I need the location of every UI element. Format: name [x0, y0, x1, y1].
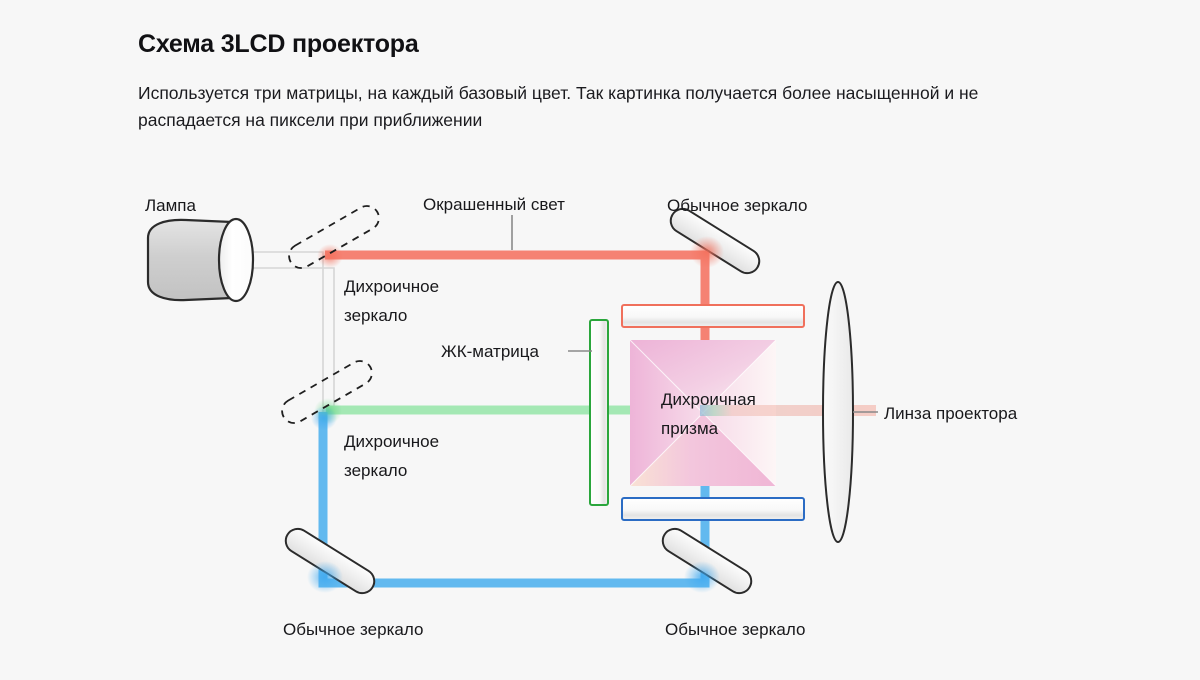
- lamp: [146, 217, 255, 303]
- dichroic-mirror-1: [288, 205, 380, 269]
- projector-lens: [822, 281, 854, 543]
- label-lcd-panel: ЖК-матрица: [441, 342, 540, 361]
- blue-beam: [318, 412, 710, 588]
- page-subtitle: Используется три матрицы, на каждый базо…: [138, 83, 979, 130]
- plain-mirror-bottom-right: [661, 527, 753, 595]
- label-prism-line2: призма: [661, 419, 719, 438]
- white-light-beam: [247, 251, 335, 412]
- label-colored-light: Окрашенный свет: [423, 195, 565, 214]
- beam-paths: [247, 250, 876, 588]
- label-lens: Линза проектора: [884, 404, 1018, 423]
- lcd-panel-red: [621, 304, 805, 328]
- label-lamp: Лампа: [145, 196, 197, 215]
- label-mirror-bottom-right: Обычное зеркало: [665, 620, 805, 639]
- label-dichroic-mirror-1-line1: Дихроичное: [344, 277, 439, 296]
- dichroic-mirror-2: [281, 360, 373, 430]
- red-beam: [325, 250, 710, 342]
- leader-lines: [511, 215, 878, 413]
- label-dichroic-mirror-2-line2: зеркало: [344, 461, 407, 480]
- label-prism-line1: Дихроичная: [661, 390, 756, 409]
- dichroic-prism: [630, 340, 776, 486]
- label-dichroic-mirror-2-line1: Дихроичное: [344, 432, 439, 451]
- output-beam: [700, 405, 876, 416]
- page-title: Схема 3LCD проектора: [138, 30, 419, 58]
- lcd-panel-blue: [621, 497, 805, 521]
- plain-mirror-bottom-left: [284, 527, 376, 595]
- label-mirror-top-right: Обычное зеркало: [667, 196, 807, 215]
- label-mirror-bottom-left: Обычное зеркало: [283, 620, 423, 639]
- lcd-panel-green: [589, 319, 609, 506]
- plain-mirror-top-right: [669, 207, 761, 275]
- label-dichroic-mirror-1-line2: зеркало: [344, 306, 407, 325]
